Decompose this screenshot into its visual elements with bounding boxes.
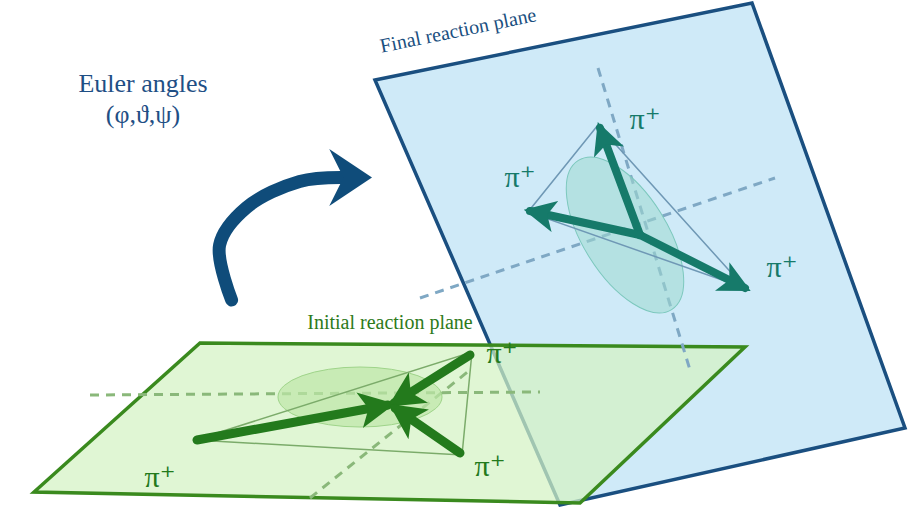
- plane-title: Initial reaction plane: [307, 311, 472, 333]
- particle-label: π⁺: [145, 460, 176, 493]
- particle-label: π⁺: [767, 250, 798, 283]
- plane-polygon: [34, 343, 745, 503]
- particle-label: π⁺: [630, 102, 661, 135]
- connector-path: [219, 177, 342, 300]
- particle-label: π⁺: [475, 449, 506, 482]
- particle-label: π⁺: [487, 336, 518, 369]
- rotation-arrow: [219, 149, 372, 300]
- arrow-head: [329, 149, 372, 206]
- particle-label: π⁺: [505, 160, 536, 193]
- plane-title: Final reaction plane: [378, 3, 538, 56]
- edge-label: Euler angles (φ,ϑ,ψ): [58, 68, 228, 130]
